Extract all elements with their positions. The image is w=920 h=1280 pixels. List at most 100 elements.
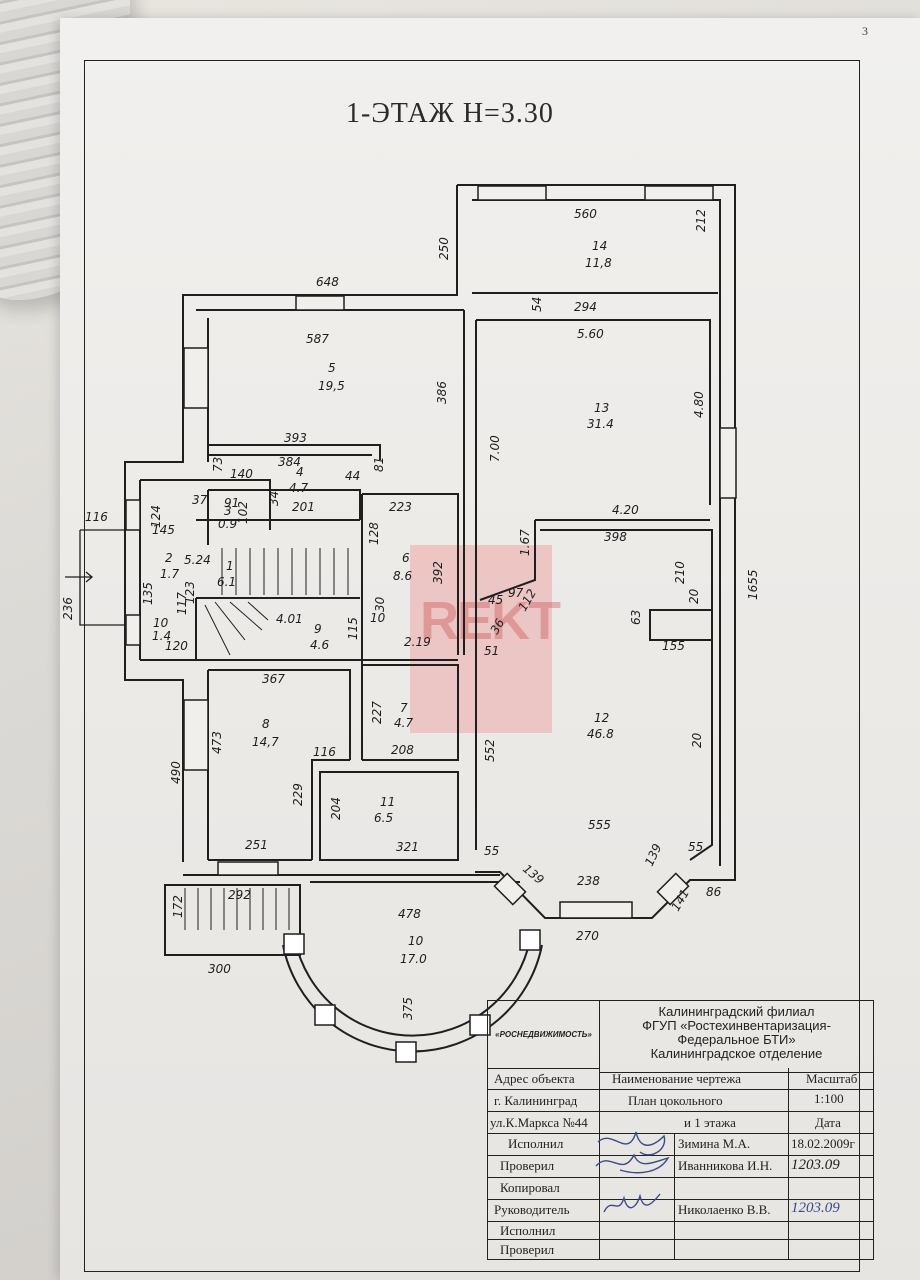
signature-2 <box>595 1153 670 1174</box>
city: г. Калининград <box>494 1093 578 1108</box>
dim: 384 <box>278 455 301 469</box>
dim: 55 <box>484 844 499 858</box>
dim: 7.00 <box>488 435 502 462</box>
org-name: Калининградский филиал ФГУП «Ростехинвен… <box>600 1001 873 1073</box>
dim: 44 <box>345 469 360 483</box>
dim: 54 <box>530 297 544 312</box>
dim: 124 <box>149 505 163 528</box>
dim: 223 <box>389 500 412 514</box>
dim: 4.01 <box>276 612 303 626</box>
room-13-number: 13 <box>594 401 609 415</box>
room-12-number: 12 <box>594 711 609 725</box>
role-label: Исполнил <box>500 1223 556 1238</box>
dim: 102 <box>236 501 250 524</box>
grid-line <box>488 1221 873 1222</box>
room-9-number: 9 <box>314 622 322 636</box>
sign-date: 1203.09 <box>791 1157 840 1173</box>
room-6-number: 6 <box>402 551 410 565</box>
person-name: Иванникова И.Н. <box>678 1158 773 1173</box>
person-name: Зимина М.А. <box>678 1136 751 1151</box>
dim: 250 <box>437 237 451 260</box>
dim: 473 <box>210 731 224 754</box>
room-10-area: 17.0 <box>400 952 427 966</box>
dim: 375 <box>401 997 415 1020</box>
address-header: Адрес объекта <box>494 1071 575 1086</box>
dim: 393 <box>284 431 307 445</box>
dim: 81 <box>372 457 386 472</box>
grid-line <box>674 1133 675 1259</box>
dim: 116 <box>313 745 336 759</box>
room-14-area: 11,8 <box>585 256 612 270</box>
org-line: Федеральное БТИ» <box>677 1032 796 1047</box>
grid-line <box>488 1133 873 1134</box>
dim: 478 <box>398 907 421 921</box>
dim: 270 <box>576 929 599 943</box>
dim: 63 <box>629 610 643 625</box>
dim: 73 <box>211 457 225 472</box>
org-line: Калининградский филиал <box>658 1004 815 1019</box>
sign-date: 1203.09 <box>791 1200 840 1216</box>
dim: 45 <box>488 593 503 607</box>
dim: 587 <box>306 332 329 346</box>
date-header: Дата <box>815 1115 841 1130</box>
dim: 37 <box>192 493 208 507</box>
dim: 145 <box>152 523 175 537</box>
room-9-area: 4.6 <box>310 638 329 652</box>
dim: 552 <box>483 739 497 762</box>
dim: 91 <box>224 496 239 510</box>
dim: 10 <box>370 611 386 625</box>
room-2-area: 1.7 <box>160 567 179 581</box>
dim: 123 <box>183 581 197 604</box>
scale-value: 1:100 <box>814 1091 844 1106</box>
dim: 560 <box>574 207 597 221</box>
dim: 5.24 <box>184 553 211 567</box>
role-label: Исполнил <box>508 1136 564 1151</box>
dim: 55 <box>688 840 703 854</box>
scale-header: Масштаб <box>806 1071 858 1086</box>
room-1-number: 1 <box>226 559 234 573</box>
dim: 115 <box>346 617 360 640</box>
org-left-label: «РОСНЕДВИЖИМОСТЬ» <box>488 1001 600 1069</box>
dim: 135 <box>141 582 155 605</box>
role-label: Руководитель <box>494 1202 570 1217</box>
drawing-name-1: План цокольного <box>628 1093 723 1108</box>
room-11-number: 11 <box>380 795 395 809</box>
grid-line <box>488 1239 873 1240</box>
room-10-small-area: 1.4 <box>152 629 171 643</box>
plan-title: 1-ЭТАЖ H=3.30 <box>346 98 554 129</box>
org-line: ФГУП «Ростехинвентаризация- <box>642 1018 831 1033</box>
dim: 86 <box>706 885 722 899</box>
dim: 4.20 <box>612 503 639 517</box>
room-10-small-number: 10 <box>153 616 169 630</box>
sign-date: 18.02.2009г <box>791 1136 855 1151</box>
room-11-area: 6.5 <box>374 811 393 825</box>
dim: 30 <box>373 596 387 612</box>
watermark-stamp <box>410 545 552 733</box>
room-4-number: 4 <box>296 465 304 479</box>
stair-treads <box>184 548 349 930</box>
page-number: 3 <box>862 24 868 38</box>
dim: 236 <box>61 597 75 620</box>
dim: 1.67 <box>518 529 532 556</box>
dim: 117 <box>175 592 189 615</box>
dim: 648 <box>316 275 339 289</box>
grid-line <box>488 1089 873 1090</box>
room-1-area: 6.1 <box>217 575 236 589</box>
dim: 1655 <box>746 569 760 600</box>
dim: 208 <box>391 743 414 757</box>
dim: 172 <box>171 895 185 918</box>
dim: 20 <box>690 732 704 748</box>
room-14-number: 14 <box>592 239 607 253</box>
room-2-number: 2 <box>165 551 173 565</box>
room-6-area: 8.6 <box>393 569 412 583</box>
dim: 97 <box>508 586 524 600</box>
dim: 4.80 <box>692 391 706 418</box>
dim: 386 <box>435 381 449 404</box>
dim: 128 <box>367 522 381 545</box>
drawing-frame <box>84 60 860 1272</box>
dim: 5.60 <box>577 327 604 341</box>
entrance-marker <box>65 529 125 626</box>
role-label: Копировал <box>500 1180 560 1195</box>
dim: 367 <box>262 672 285 686</box>
